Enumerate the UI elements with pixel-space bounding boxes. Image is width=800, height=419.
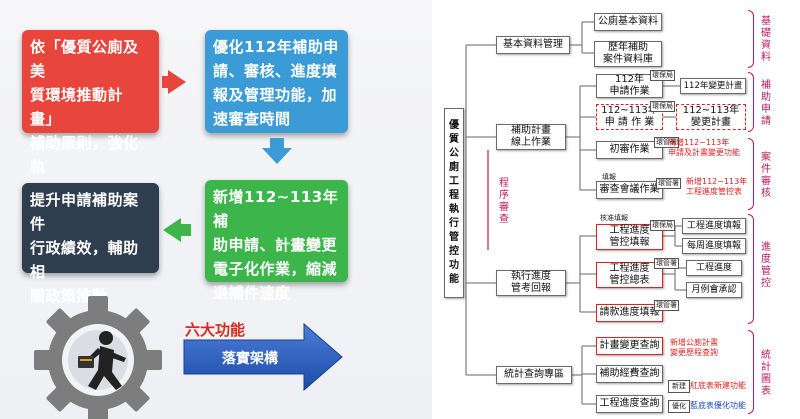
apply-node[interactable]: 補助計畫 線上作業 (496, 124, 566, 150)
bracket-stats-label: 統 計 圖 表 (761, 350, 771, 397)
bracket-apply-label: 補 助 申 請 (761, 80, 771, 127)
legend-new-text: 紅底表新建功能 (690, 381, 746, 390)
legend-new-badge: 新建 (668, 380, 690, 393)
bracket-apply (748, 72, 754, 132)
bracket-progress-label: 進 度 管 控 (761, 242, 771, 289)
admin-tag-1: 環管署 (654, 137, 679, 148)
root-node: 優 質 公 廁 工 程 執 行 管 控 功 能 (444, 108, 464, 298)
progress-report-node[interactable]: 工程進度填報 (682, 218, 746, 234)
progress-node[interactable]: 工程進度 (686, 260, 742, 276)
goal-box-4: 提升申請補助案件 行政績效，輔助相 關政策推動 (22, 183, 159, 305)
progress-summary-node[interactable]: 工程進度 管控總表 (596, 262, 663, 288)
change-112-node[interactable]: 112年變更計畫 (680, 78, 746, 94)
review-meeting-node[interactable]: 審查會議作業 (596, 181, 663, 199)
payment-progress-node[interactable]: 請款進度填報 (596, 304, 663, 322)
arrow-left-tail (179, 224, 191, 236)
bracket-basic (748, 10, 754, 68)
admin-tag-4: 環管署 (654, 300, 679, 311)
monthly-meeting-node[interactable]: 月例會承認 (686, 282, 742, 298)
arrow-down-tail (270, 138, 284, 150)
arrow-left (163, 218, 181, 242)
goal-box-3-text: 新增112~113年補 助申請、計畫變更 電子化作業，縮減 退補件速度 (213, 188, 339, 302)
goal-box-2-text: 優化112年補助申 請、審核、進度填 報及管理功能，加 速審查時間 (213, 38, 339, 128)
bracket-case-label: 案 件 審 核 (761, 152, 771, 199)
new-table-note: 新增112~113年 工程進度管控表 (686, 177, 748, 196)
six-functions-label: 六大功能 (185, 321, 246, 339)
goal-box-3: 新增112~113年補 助申請、計畫變更 電子化作業，縮減 退補件速度 (205, 180, 348, 302)
arrow-right-1 (168, 70, 186, 94)
change-113-node[interactable]: 112~113年 變更計畫 (676, 104, 746, 130)
stats-node[interactable]: 統計查詢專區 (496, 366, 572, 384)
fill-note: 核准填報 (600, 214, 628, 222)
first-review-node[interactable]: 初審作業 (596, 141, 663, 159)
new-query-note: 新增公廁計畫 變更歷程查詢 (670, 338, 718, 357)
progress-query-node[interactable]: 工程進度查詢 (596, 395, 663, 413)
gear-icon (34, 296, 162, 419)
doc-note: 填報 (602, 173, 616, 181)
running-man-icon (78, 331, 126, 390)
county-tag-1: 環保局 (650, 70, 675, 81)
bracket-basic-label: 基 礎 資 料 (761, 16, 771, 63)
county-tag-2: 環保局 (650, 101, 675, 112)
weekly-report-node[interactable]: 每周進度填報 (682, 238, 746, 254)
bracket-stats (748, 330, 754, 414)
implement-arrow (183, 322, 343, 392)
program-review-label: 程 序 審 查 (499, 178, 509, 225)
legend-opt-badge: 優化 (668, 400, 690, 413)
implement-label: 落實架構 (222, 351, 278, 367)
goal-box-4-text: 提升申請補助案件 行政績效，輔助相 關政策推動 (30, 191, 139, 305)
change-query-node[interactable]: 計畫變更查詢 (596, 337, 663, 355)
exec-node[interactable]: 執行進度 管考回報 (496, 270, 566, 296)
bracket-case (748, 138, 754, 210)
new-apply-note: 新增112~113年 申請及計畫變更功能 (668, 138, 740, 157)
admin-tag-3: 環管署 (654, 258, 679, 269)
bracket-progress (748, 214, 754, 324)
apply-112-node[interactable]: 112年 申請作業 (596, 74, 663, 98)
basic-data-node[interactable]: 基本資料管理 (496, 36, 570, 54)
arrow-right-1-tail (162, 76, 172, 88)
admin-tag-2: 環管署 (656, 178, 681, 189)
history-case-node[interactable]: 歷年補助 案件資料庫 (594, 41, 662, 67)
legend-opt-text: 藍底表優化功能 (690, 401, 746, 410)
arrow-down (262, 148, 292, 164)
funding-query-node[interactable]: 補助經費查詢 (596, 365, 663, 383)
county-tag-3: 環保局 (650, 220, 675, 231)
goal-box-2: 優化112年補助申 請、審核、進度填 報及管理功能，加 速審查時間 (205, 30, 348, 133)
toilet-basic-node[interactable]: 公廁基本資料 (594, 13, 662, 31)
